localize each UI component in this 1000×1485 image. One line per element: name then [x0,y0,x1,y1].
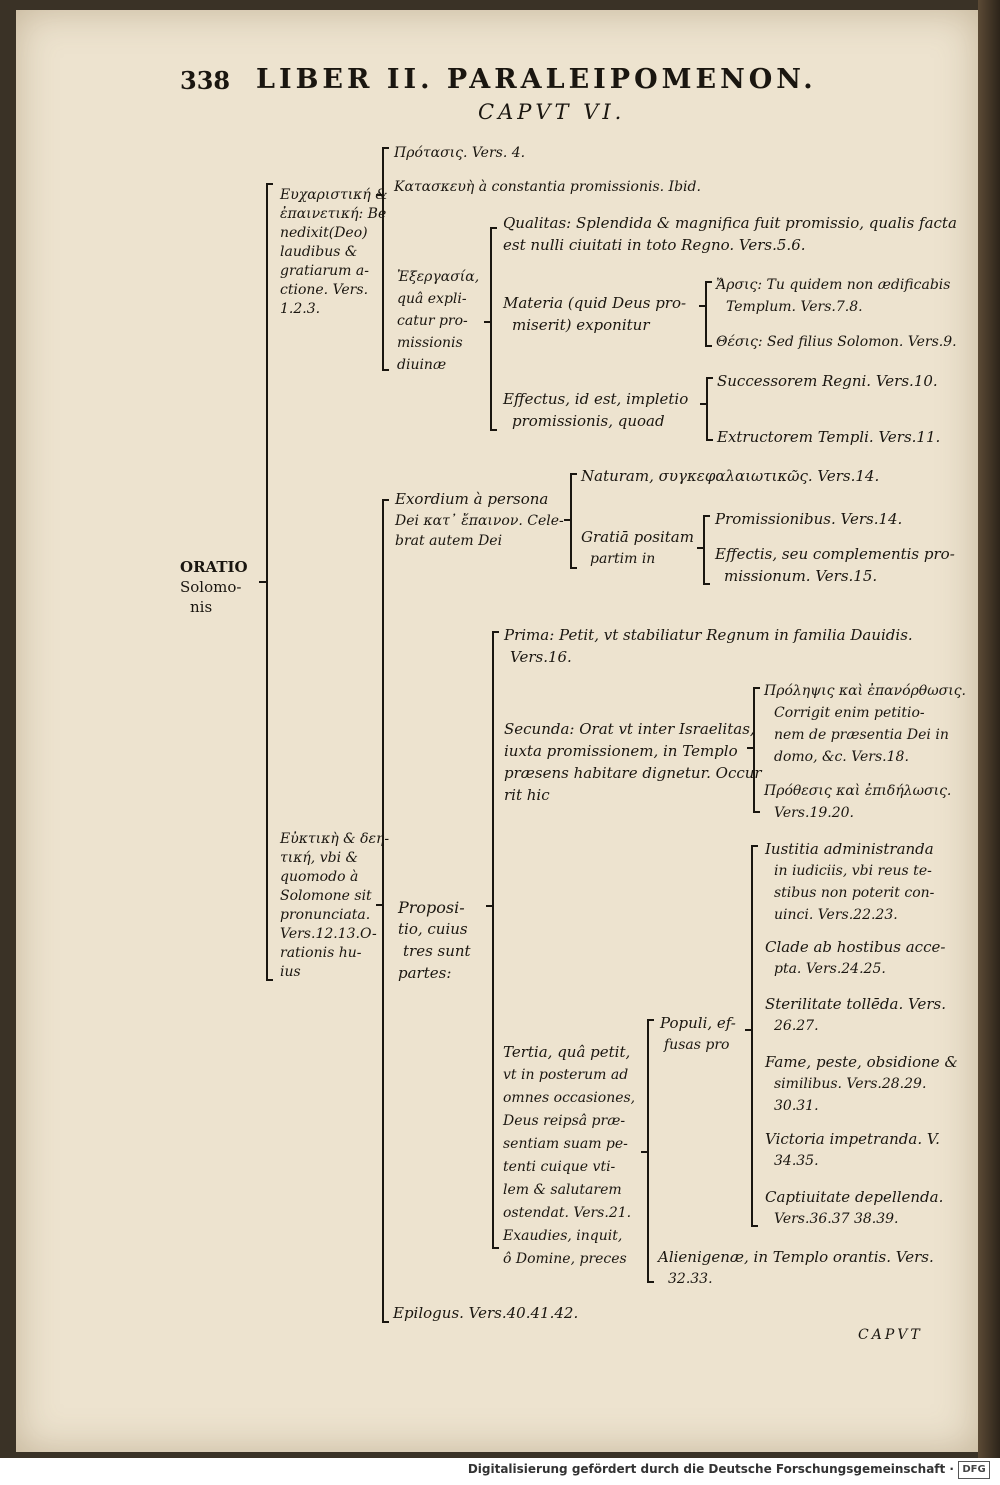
kataskeue-entry: Κατασκευὴ à constantia promissionis. Ibi… [394,179,701,195]
running-title: LIBER II. PARALEIPOMENON. [256,64,817,95]
naturam-entry: Naturam, συγκεφαλαιωτικῶς. Vers.14. [581,467,880,485]
thesis-entry: Θέσις: Sed filius Solomon. Vers.9. [716,334,957,350]
book-spine [978,0,1000,1485]
bracket-materia [705,281,712,347]
bracket-euktike [382,499,389,1323]
root-label-3: nis [190,598,213,616]
bracket-exergasia [490,227,497,431]
extructorem-entry: Extructorem Templi. Vers.11. [717,428,941,446]
catchword: CAPVT [858,1327,923,1343]
root-label-2: Solomo- [180,578,242,596]
page-number: 338 [180,66,231,95]
protasis-entry: Πρότασις. Vers. 4. [394,145,526,161]
epilogus-entry: Epilogus. Vers.40.41.42. [393,1304,579,1322]
bracket-root [266,183,273,981]
promissionibus-entry: Promissionibus. Vers.14. [715,510,903,528]
bracket-exordium [570,473,577,569]
root-label: ORATIO [180,558,248,576]
footer-credit: Digitalisierung gefördert durch die Deut… [467,1462,954,1476]
dfg-logo: DFG [958,1461,990,1479]
bracket-effectus [706,377,713,441]
bracket-tertia [647,1019,654,1283]
footer-bar [0,1458,1000,1485]
bracket-secunda [753,687,760,813]
bracket-gratia [703,515,710,585]
bracket-propositio [492,631,499,1249]
successorem-entry: Successorem Regni. Vers.10. [717,372,938,390]
book-page [16,10,978,1452]
bracket-populi [751,845,758,1227]
bracket-eucharistike [382,147,389,371]
chapter-heading: CAPVT VI. [478,100,626,124]
